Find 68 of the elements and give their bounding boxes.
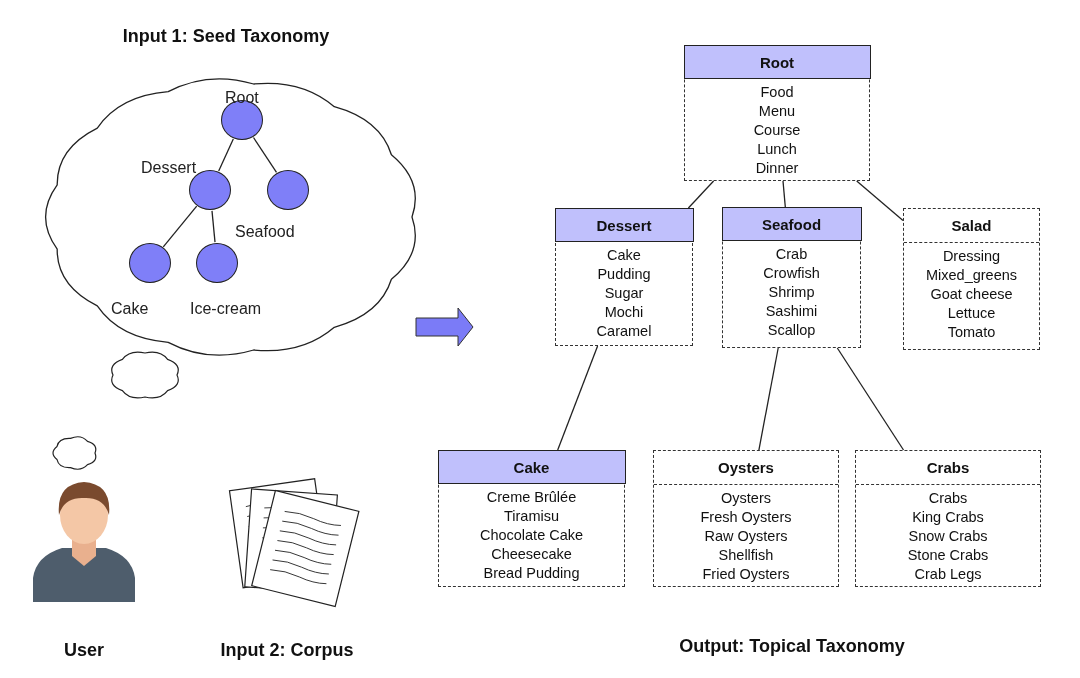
term-text: Cake — [606, 245, 642, 265]
node-label: Dessert — [141, 159, 197, 177]
connector-line — [211, 210, 216, 243]
taxonomy-box — [722, 207, 861, 348]
term-text: Chocolate Cake — [478, 525, 585, 545]
term-text: Sugar — [603, 283, 645, 303]
box-header: Root — [683, 44, 871, 79]
connector-line — [836, 347, 905, 451]
connector-line — [687, 180, 715, 209]
term-text: Goat cheese — [929, 285, 1014, 304]
term-text: Course — [752, 120, 802, 140]
connector-line — [252, 136, 278, 174]
taxonomy-box — [903, 208, 1040, 350]
taxonomy-box — [684, 45, 870, 181]
box-header: Crabs — [856, 451, 1040, 485]
term-text: Crab — [774, 244, 809, 264]
block-arrow — [415, 307, 474, 347]
caption-text: Output: Topical Taxonomy — [678, 636, 906, 657]
taxonomy-box — [653, 450, 839, 587]
term-text: Tomato — [946, 323, 997, 342]
term-text: Oysters — [720, 489, 772, 508]
term-text: Fried Oysters — [701, 565, 791, 584]
taxonomy-box — [438, 450, 625, 587]
term-text: Creme Brûlée — [485, 487, 578, 507]
node-label: Root — [225, 89, 259, 107]
term-text: Food — [759, 82, 795, 102]
term-text: Crowfish — [762, 263, 821, 283]
term-text: Mochi — [603, 302, 645, 322]
term-text: Scallop — [766, 320, 817, 340]
node-label: Cake — [111, 300, 149, 318]
term-text: Shrimp — [767, 282, 816, 302]
box-header: Seafood — [721, 206, 862, 241]
connector-line — [856, 180, 904, 222]
term-text: King Crabs — [911, 508, 985, 527]
term-text: Cheesecake — [490, 544, 573, 564]
term-text: Crab Legs — [913, 565, 983, 584]
box-header: Cake — [437, 449, 626, 484]
box-header: Oysters — [654, 451, 838, 485]
connector-line — [758, 347, 779, 451]
term-text: Tiramisu — [502, 506, 561, 526]
node-label: Seafood — [235, 223, 295, 241]
term-text: Shellfish — [717, 546, 775, 565]
term-text: Caramel — [595, 321, 653, 341]
term-text: Menu — [757, 101, 797, 121]
connector-line — [557, 345, 599, 451]
box-header: Salad — [904, 209, 1039, 243]
term-text: Dressing — [941, 247, 1002, 266]
taxonomy-box — [555, 208, 693, 346]
taxonomy-box — [855, 450, 1041, 587]
term-text: Lunch — [756, 139, 798, 159]
term-text: Fresh Oysters — [699, 508, 793, 527]
term-text: Snow Crabs — [907, 527, 989, 546]
term-text: Raw Oysters — [703, 527, 789, 546]
term-text: Bread Pudding — [482, 563, 581, 583]
term-text: Lettuce — [946, 304, 997, 323]
term-text: Pudding — [596, 264, 652, 284]
connector-line — [218, 138, 234, 172]
node-label: Ice-cream — [190, 300, 262, 318]
connector-line — [782, 180, 786, 208]
connector-line — [162, 205, 198, 248]
box-header: Dessert — [554, 207, 694, 242]
term-text: Crabs — [927, 489, 969, 508]
term-text: Sashimi — [764, 301, 819, 321]
term-text: Stone Crabs — [906, 546, 990, 565]
term-text: Dinner — [754, 158, 800, 178]
section-heading: Input 1: Seed Taxonomy — [121, 26, 331, 47]
caption-text: Input 2: Corpus — [219, 640, 355, 661]
term-text: Mixed_greens — [924, 266, 1019, 285]
